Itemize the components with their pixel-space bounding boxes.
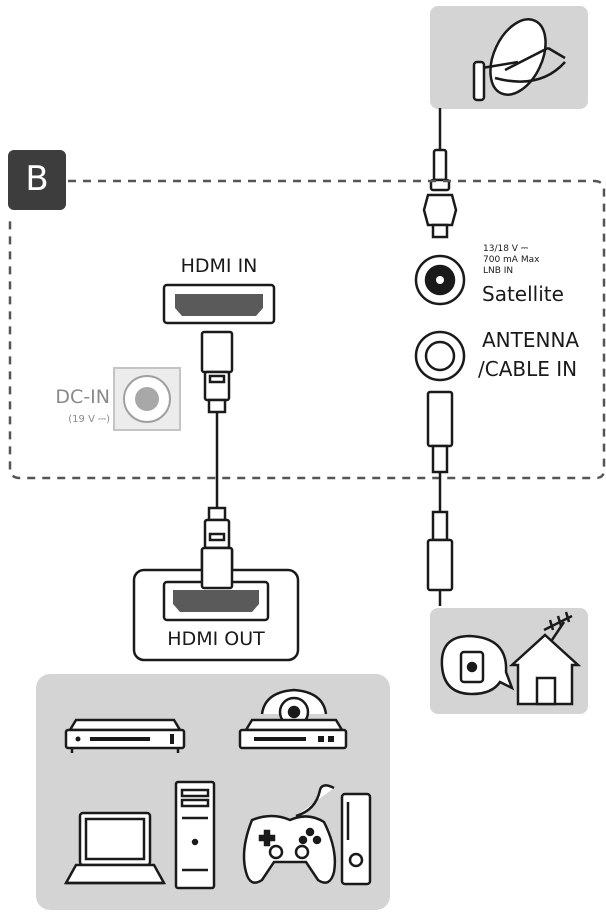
antenna-port — [414, 330, 466, 382]
antenna-house-panel — [430, 608, 588, 714]
tv-antenna-house-icon — [508, 611, 582, 706]
section-badge-bg — [8, 150, 66, 210]
section-badge: B — [25, 159, 49, 199]
satellite-dish-panel — [430, 6, 588, 109]
laptop-icon — [63, 811, 167, 885]
antenna-label-line1: ANTENNA — [482, 328, 580, 352]
hdmi-out-plug — [200, 546, 234, 590]
wall-socket-speech-icon — [440, 634, 515, 696]
hdmi-in-label: HDMI IN — [180, 255, 258, 277]
satellite-cable — [422, 108, 458, 239]
desktop-tower-icon — [174, 780, 216, 890]
satellite-port — [414, 254, 466, 306]
dc-in-label: DC-IN — [55, 386, 110, 408]
dvd-player-icon — [64, 718, 186, 753]
hdmi-out-label: HDMI OUT — [167, 628, 265, 650]
section-b-boundary — [8, 150, 606, 480]
satellite-label: Satellite — [482, 282, 564, 306]
game-console-icon — [340, 792, 372, 886]
lnb-spec-line1: 13/18 V ⎓ — [483, 244, 528, 254]
satellite-dish-icon — [472, 18, 566, 102]
antenna-label-line2: /CABLE IN — [478, 357, 578, 381]
hdmi-out-port — [132, 568, 300, 662]
devices-panel — [36, 674, 390, 910]
lnb-spec-line3: LNB IN — [483, 266, 514, 276]
lnb-spec-line2: 700 mA Max — [483, 255, 540, 265]
gamepad-icon — [242, 784, 337, 884]
disc-player-icon — [238, 688, 348, 750]
antenna-cable — [426, 390, 454, 606]
dc-in-spec: (19 V ⎓) — [68, 414, 110, 425]
dc-in-socket — [113, 367, 181, 431]
hdmi-in-port — [162, 283, 276, 325]
